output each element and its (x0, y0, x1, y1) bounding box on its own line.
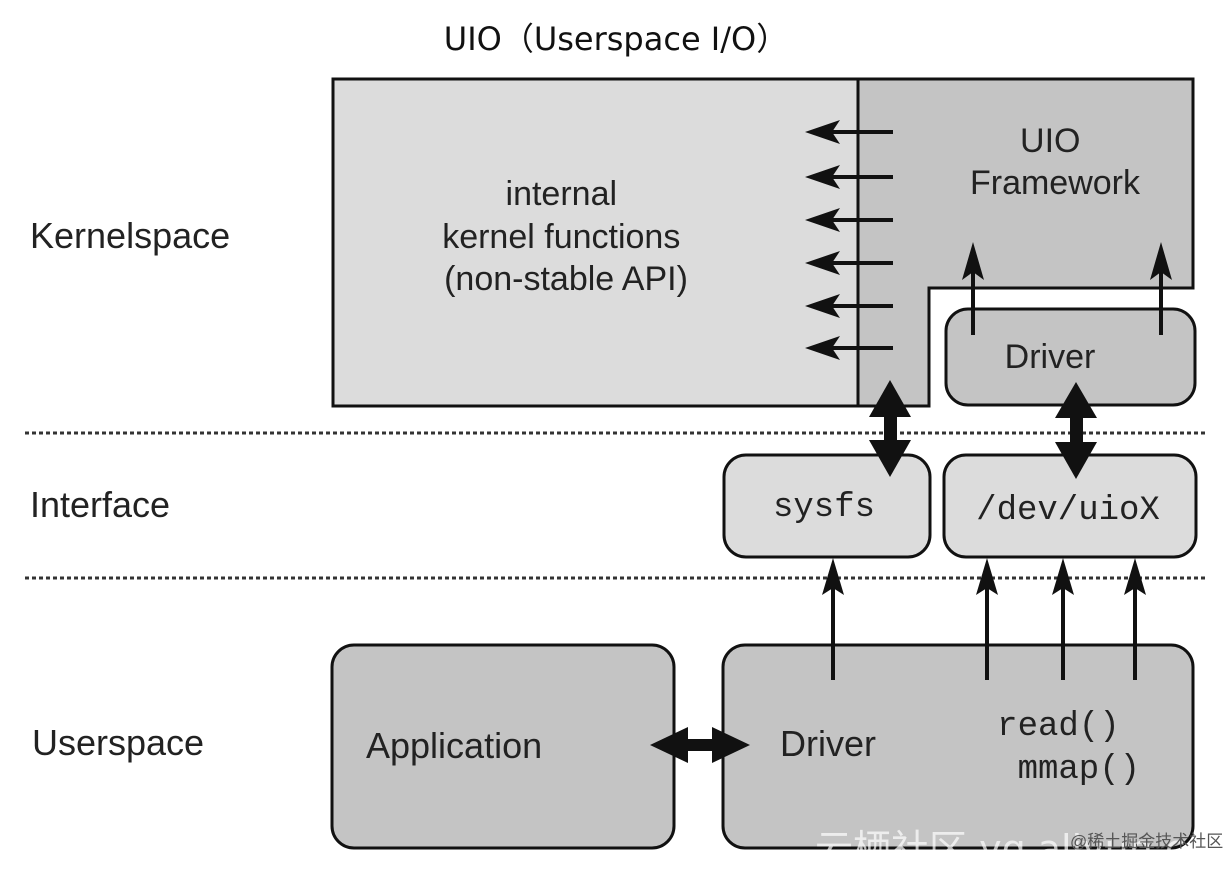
watermark-credit: @稀土掘金技术社区 (1070, 832, 1223, 851)
uio-framework-label: UIO Framework (970, 122, 1141, 202)
driver-to-framework-arrow (962, 242, 984, 335)
framework-to-kernel-arrows (805, 120, 893, 360)
kernel-functions-box (331, 77, 860, 408)
user-driver-calls: read() mmap() (997, 708, 1140, 789)
uio-framework-box (856, 77, 1195, 408)
driver-to-devuio-arrow (1052, 558, 1074, 680)
diagram-title: UIO（Userspace I/O） (443, 20, 789, 58)
layer-label-interface: Interface (30, 484, 170, 525)
driver-to-devuio-arrow (976, 558, 998, 680)
dev-uio-label: /dev/uioX (976, 492, 1160, 530)
layer-label-userspace: Userspace (32, 722, 204, 763)
sysfs-label: sysfs (773, 489, 875, 527)
driver-to-devuio-arrow (1124, 558, 1146, 680)
arrow-left (805, 120, 893, 144)
watermark-main: 云栖社区 yq.aliyun.com (815, 827, 1232, 871)
framework-sysfs-double-arrow (869, 380, 911, 477)
app-driver-double-arrow (650, 727, 750, 763)
arrow-left (805, 165, 893, 189)
layer-label-kernelspace: Kernelspace (30, 215, 230, 256)
driver-to-sysfs-arrow (822, 558, 844, 680)
user-driver-label: Driver (780, 723, 876, 764)
arrow-left (805, 208, 893, 232)
application-label: Application (366, 725, 542, 766)
arrow-left (805, 294, 893, 318)
kernel-driver-label: Driver (1005, 338, 1096, 376)
kernel-functions-label: internal kernel functions (non-stable AP… (442, 175, 690, 298)
driver-to-framework-arrow (1150, 242, 1172, 335)
driver-devuio-double-arrow (1055, 382, 1097, 479)
sysfs-box (722, 453, 932, 559)
arrow-left (805, 251, 893, 275)
arrow-left (805, 336, 893, 360)
